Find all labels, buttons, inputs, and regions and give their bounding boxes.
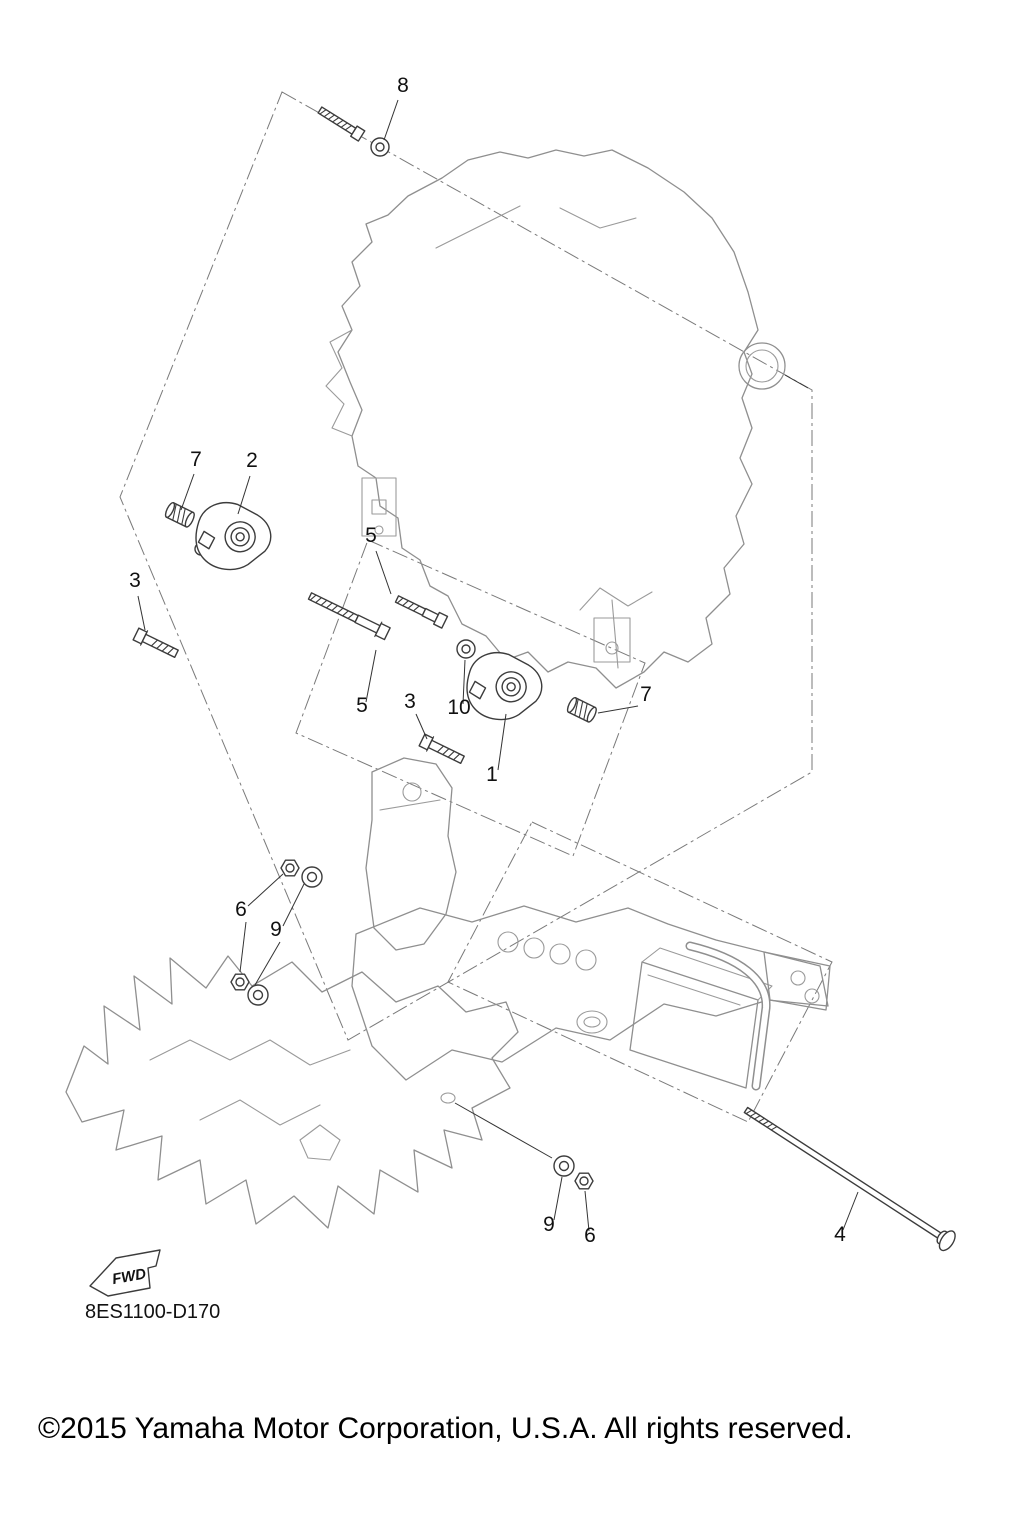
leader-line-10 — [462, 659, 466, 705]
leader-line-7 — [180, 473, 195, 511]
engine-outline — [325, 149, 809, 689]
part-washer-9-lower — [553, 1155, 575, 1177]
fwd-marker: FWD — [89, 1249, 161, 1297]
leader-line-6 — [247, 873, 284, 907]
leader-line-8 — [383, 99, 399, 141]
leader-line-5 — [365, 649, 377, 703]
callout-1: 1 — [486, 763, 498, 786]
diagram-code: 8ES1100-D170 — [85, 1301, 220, 1323]
callout-6: 6 — [584, 1224, 596, 1247]
reference-planes — [119, 91, 833, 1123]
fwd-label: FWD — [111, 1265, 148, 1288]
leader-line-4 — [842, 1191, 859, 1231]
leader-line-9 — [282, 883, 305, 927]
callout-10: 10 — [447, 696, 470, 719]
callout-5: 5 — [365, 524, 377, 547]
part-bolt-5-lower — [394, 595, 449, 629]
callout-9: 9 — [543, 1213, 555, 1236]
callout-7: 7 — [190, 448, 202, 471]
leader-line-9 — [553, 1176, 563, 1221]
part-mount-2 — [194, 502, 272, 571]
extra-leader-lines — [239, 921, 281, 986]
part-nut-6-upper — [280, 859, 300, 877]
callout-3: 3 — [404, 690, 416, 713]
part-bolt-5-upper — [307, 592, 391, 641]
part-nut-6-upper2 — [230, 973, 250, 991]
part-washer-9-upper — [301, 866, 323, 888]
fwd-arrow-icon — [89, 1249, 161, 1297]
part-mount-1 — [466, 652, 543, 721]
part-nut-6-lower — [574, 1172, 594, 1190]
leader-line-2 — [237, 475, 251, 515]
leader-line-3 — [137, 595, 146, 631]
callout-3: 3 — [129, 569, 141, 592]
callout-7: 7 — [640, 683, 652, 706]
part-damper-7-left — [164, 501, 195, 528]
part-rod-4 — [743, 1106, 956, 1252]
part-bolt-8 — [317, 106, 390, 157]
leader-line-6 — [584, 1190, 590, 1232]
callout-6: 6 — [235, 898, 247, 921]
part-bolt-3-left — [132, 627, 179, 659]
part-damper-7-right — [566, 696, 597, 723]
callout-5: 5 — [356, 694, 368, 717]
part-washer-9-upper2 — [247, 984, 269, 1006]
leader-line-1 — [497, 713, 507, 771]
part-bolt-3-center — [418, 733, 465, 765]
frame-outline — [351, 757, 831, 1091]
callout-9: 9 — [270, 918, 282, 941]
callout-8: 8 — [397, 74, 409, 97]
leader-line-7 — [597, 705, 639, 714]
part-washer-10 — [456, 639, 476, 659]
leader-line-3 — [415, 713, 428, 740]
callout-2: 2 — [246, 449, 258, 472]
leader-line-5 — [375, 550, 392, 595]
cowling-outline — [65, 955, 553, 1229]
callout-4: 4 — [834, 1223, 846, 1246]
copyright-text: ©2015 Yamaha Motor Corporation, U.S.A. A… — [38, 1412, 853, 1445]
